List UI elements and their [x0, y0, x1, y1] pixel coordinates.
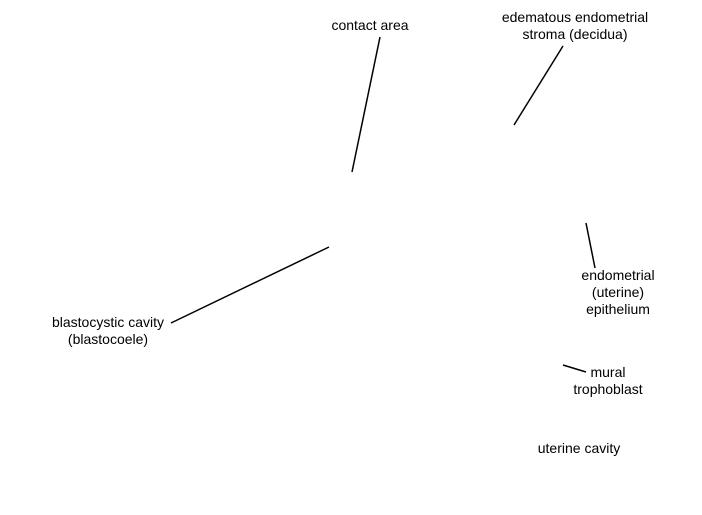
- label-epithelium-line-3: epithelium: [586, 301, 650, 317]
- label-edematous-endometrial-stroma: edematous endometrial stroma (decidua): [480, 9, 670, 43]
- leader-line-mural-trophoblast: [562, 364, 587, 373]
- label-blastocystic-cavity: blastocystic cavity (blastocoele): [38, 314, 178, 348]
- label-blastocystic-line-2: (blastocoele): [67, 331, 149, 347]
- label-endometrial-epithelium: endometrial (uterine) epithelium: [558, 267, 678, 318]
- label-uterine-cavity-text: uterine cavity: [537, 440, 621, 456]
- label-epithelium-line-2: (uterine): [591, 284, 645, 300]
- label-stroma-line-2: stroma (decidua): [522, 26, 628, 42]
- leader-line-contact-area: [351, 36, 381, 173]
- label-mural-trophoblast: mural trophoblast: [558, 364, 658, 398]
- label-contact-area: contact area: [310, 17, 430, 34]
- leader-line-blastocystic-cavity: [170, 246, 330, 324]
- label-blastocystic-line-1: blastocystic cavity: [51, 314, 165, 330]
- label-mural-line-1: mural: [590, 364, 626, 380]
- leader-line-epithelium: [585, 222, 596, 269]
- label-contact-area-text: contact area: [331, 17, 409, 33]
- label-uterine-cavity: uterine cavity: [520, 440, 638, 457]
- label-mural-line-2: trophoblast: [573, 381, 643, 397]
- leader-line-stroma: [513, 45, 564, 126]
- label-stroma-line-1: edematous endometrial: [501, 9, 649, 25]
- label-epithelium-line-1: endometrial: [581, 267, 655, 283]
